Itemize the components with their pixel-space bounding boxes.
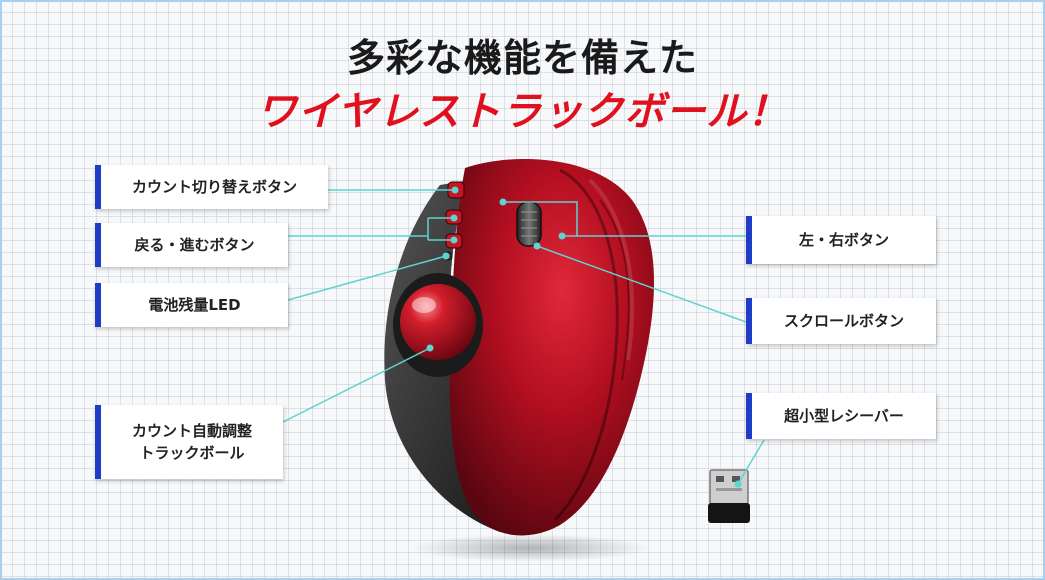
callout-battery-led-label: 電池残量LED [148,296,241,314]
headline-line2: ワイヤレストラックボール！ [256,89,789,135]
callout-left-right-label: 左・右ボタン [798,231,889,249]
scroll-wheel [516,201,542,247]
callout-scroll-label: スクロールボタン [783,312,904,330]
callout-back-forward: 戻る・進むボタン [95,223,288,267]
usb-receiver-image [708,469,750,523]
mouse-side-grip [384,180,520,535]
leader-lines [282,189,765,485]
callout-left-right: 左・右ボタン [746,216,936,264]
trackball-ball [400,284,476,360]
callout-trackball-line2: トラックボール [139,444,245,462]
mouse-shadow [410,534,650,562]
callout-trackball-line1: カウント自動調整 [131,422,252,440]
callout-receiver-label: 超小型レシーバー [784,407,904,425]
trackball-mouse-image [384,158,655,536]
leader-dots [426,186,742,488]
callout-battery-led: 電池残量LED [95,283,288,327]
callout-count-switch-label: カウント切り替えボタン [131,178,297,196]
callout-count-switch: カウント切り替えボタン [95,165,328,209]
callout-scroll: スクロールボタン [746,298,936,344]
headline: 多彩な機能を備えた ワイヤレストラックボール！ [0,32,1045,140]
headline-line1: 多彩な機能を備えた [346,36,698,80]
callout-receiver: 超小型レシーバー [746,393,936,439]
callout-trackball: カウント自動調整 トラックボール [95,405,283,479]
callout-back-forward-label: 戻る・進むボタン [134,236,255,254]
mouse-body [449,158,655,536]
